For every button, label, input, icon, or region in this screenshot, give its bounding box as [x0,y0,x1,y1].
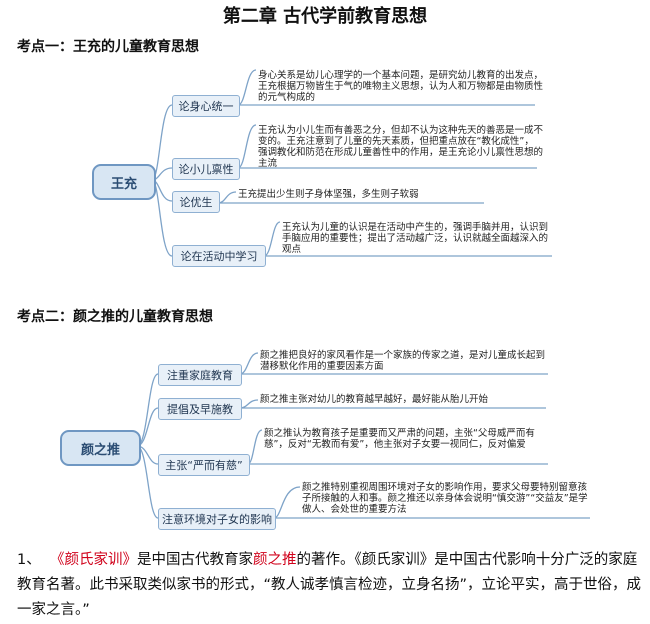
desc-lun-bingxing: 王充认为小儿生而有善恶之分，但却不认为这种先天的善恶是一成不变的。王充注意到了儿… [258,125,544,169]
branch-yan-er-you-ci: 主张“严而有慈” [158,454,250,476]
body-paragraph: 1、 《颜氏家训》是中国古代教育家颜之推的著作。《颜氏家训》是中国古代影响十分广… [17,548,643,623]
branch-jizao-shijiao: 提倡及早施教 [158,398,242,420]
para-number: 1、 [17,552,41,568]
page-title: 第二章 古代学前教育思想 [222,6,428,27]
desc-jizao-shijiao: 颜之推主张对幼儿的教育越早越好，最好能从胎儿开始 [260,394,489,405]
mindmap-yanzhitui: 颜之推 注重家庭教育 颜之推把良好的家风看作是一个家族的传家之道，是对儿童成长起… [0,330,650,540]
para-text-2: 的著作。《颜氏家训》是中国古代影响十分广泛的家庭教育名著。此书采取类似家书的形式… [17,552,642,618]
branch-lun-shenxin: 论身心统一 [172,95,240,117]
desc-lun-shenxin: 身心关系是幼儿心理学的一个基本问题，是研究幼儿教育的出发点，王充根据万物皆生于气… [258,70,544,103]
desc-lun-huodong: 王充认为儿童的认识是在活动中产生的，强调手脑并用，认识到手脑应用的重要性；提出了… [282,222,549,255]
desc-lun-yousheng: 王充提出少生则子身体坚强，多生则子软弱 [238,189,419,200]
section2-heading: 考点二：颜之推的儿童教育思想 [17,309,213,325]
book-title-highlight: 《颜氏家训》 [49,552,137,568]
branch-huanjing-yingxiang: 注意环境对子女的影响 [158,508,276,530]
branch-lun-huodong: 论在活动中学习 [172,245,266,267]
mindmap-wangchong: 王充 论身心统一 身心关系是幼儿心理学的一个基本问题，是研究幼儿教育的出发点，王… [0,0,650,300]
desc-huanjing-yingxiang: 颜之推特别重视周围环境对子女的影响作用，要求父母要特别留意孩子所接触的人和事。颜… [302,482,588,515]
para-text-1: 是中国古代教育家 [136,552,253,568]
branch-lun-yousheng: 论优生 [172,191,220,213]
branch-lun-bingxing: 论小儿禀性 [172,158,240,180]
section1-heading: 考点一：王充的儿童教育思想 [17,39,199,55]
root-node-wangchong: 王充 [92,164,156,200]
author-name-highlight: 颜之推 [252,552,297,568]
root-node-yanzhitui: 颜之推 [60,430,141,466]
desc-jiating-jiaoyu: 颜之推把良好的家风看作是一个家族的传家之道，是对儿童成长起到潜移默化作用的重要因… [260,350,546,372]
branch-jiating-jiaoyu: 注重家庭教育 [158,364,242,386]
desc-yan-er-you-ci: 颜之推认为教育孩子是重要而又严肃的问题，主张“父母威严而有慈”，反对“无教而有爱… [264,428,535,450]
